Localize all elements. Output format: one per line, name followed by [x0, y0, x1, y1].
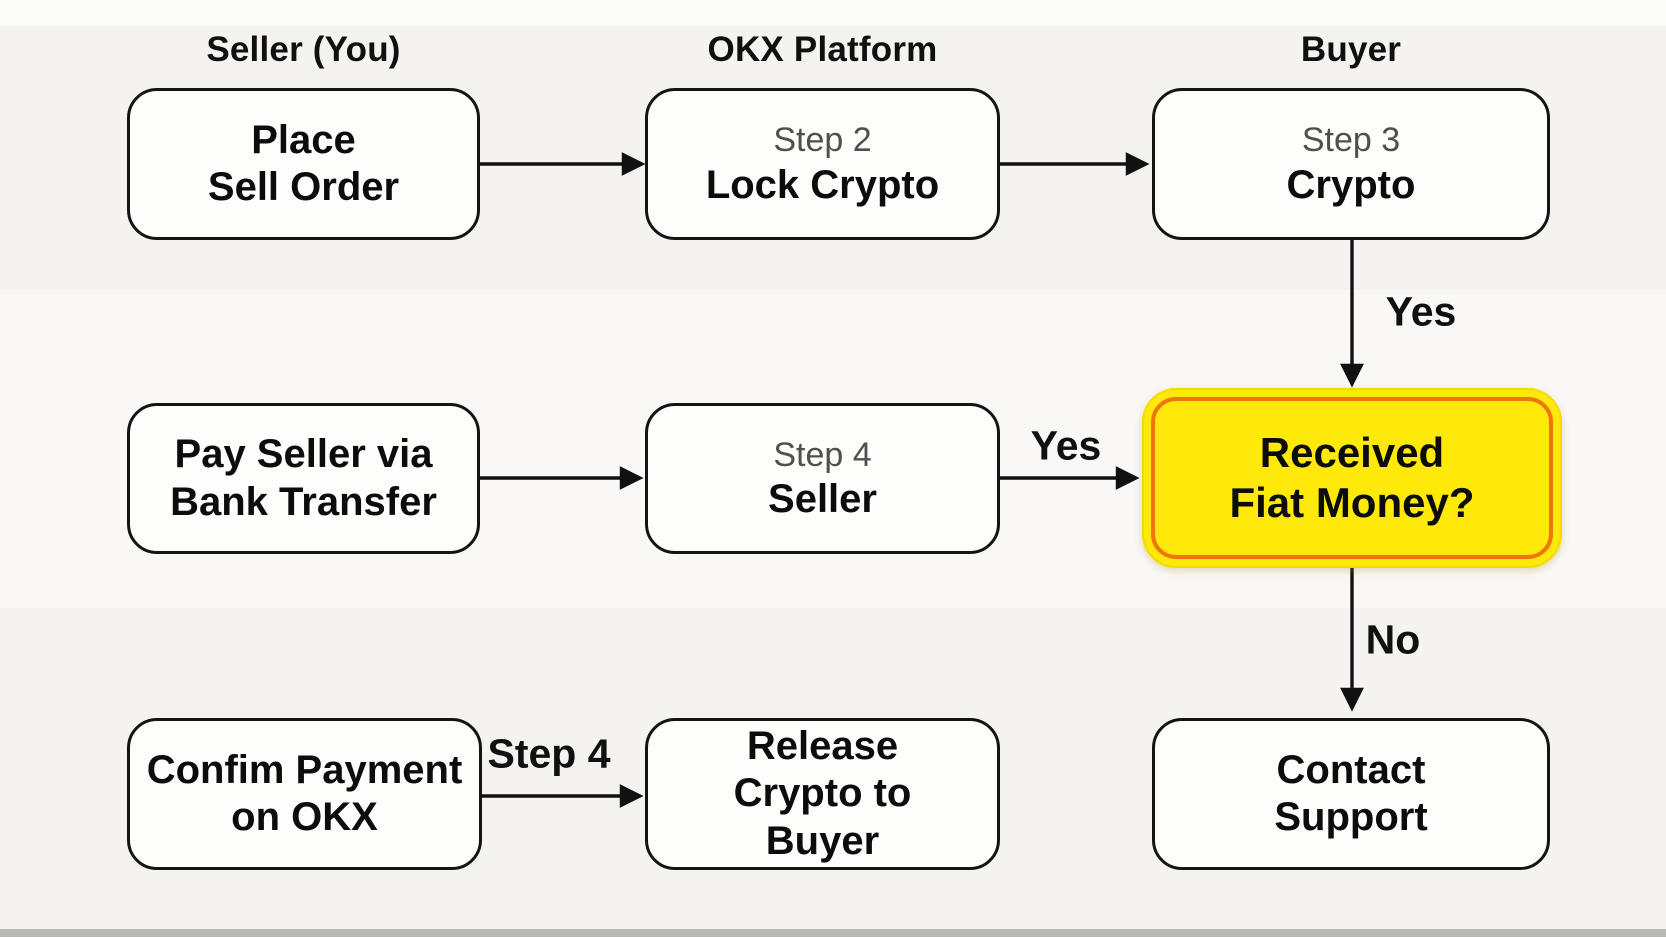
node-crypto-step: Step 3: [1301, 121, 1401, 160]
node-lock-crypto-step: Step 2: [773, 121, 872, 160]
node-release-crypto-to-buyer: Release Crypto to Buyer: [645, 718, 1000, 870]
node-lock-crypto-label: Lock Crypto: [705, 162, 940, 207]
column-header-buyer: Buyer: [1300, 30, 1402, 69]
node-pay-seller-label: Pay Seller via Bank Transfer: [170, 432, 437, 524]
column-header-okx-platform: OKX Platform: [707, 30, 938, 69]
node-lock-crypto: Step 2 Lock Crypto: [645, 88, 1000, 240]
edge-label-step4-confirm-to-release: Step 4: [487, 730, 611, 777]
node-crypto-label: Crypto: [1286, 162, 1416, 207]
node-confirm-payment-on-okx: Confim Payment on OKX: [127, 718, 482, 870]
edge-label-yes-crypto-to-received: Yes: [1385, 288, 1457, 335]
node-confirm-payment-label: Confim Payment on OKX: [146, 747, 463, 839]
column-header-seller: Seller (You): [206, 30, 401, 69]
node-seller-step4: Step 4 Seller: [645, 403, 1000, 554]
node-place-sell-order-label: Place Sell Order: [207, 117, 400, 209]
node-crypto: Step 3 Crypto: [1152, 88, 1550, 240]
edge-label-yes-seller-to-received: Yes: [1030, 422, 1102, 469]
node-contact-support-label: Contact Support: [1274, 747, 1428, 839]
node-pay-seller-via-bank-transfer: Pay Seller via Bank Transfer: [127, 403, 480, 554]
bottom-edge-strip: [0, 929, 1666, 937]
edge-label-no-received-to-contact: No: [1365, 616, 1421, 663]
node-seller-step: Step 4: [773, 435, 872, 474]
node-release-crypto-label: Release Crypto to Buyer: [733, 724, 912, 863]
node-received-fiat-money-label: Received Fiat Money?: [1229, 429, 1475, 526]
node-seller-label: Seller: [768, 477, 877, 522]
node-received-fiat-money: Received Fiat Money?: [1142, 388, 1562, 568]
node-place-sell-order: Place Sell Order: [127, 88, 480, 240]
node-contact-support: Contact Support: [1152, 718, 1550, 870]
